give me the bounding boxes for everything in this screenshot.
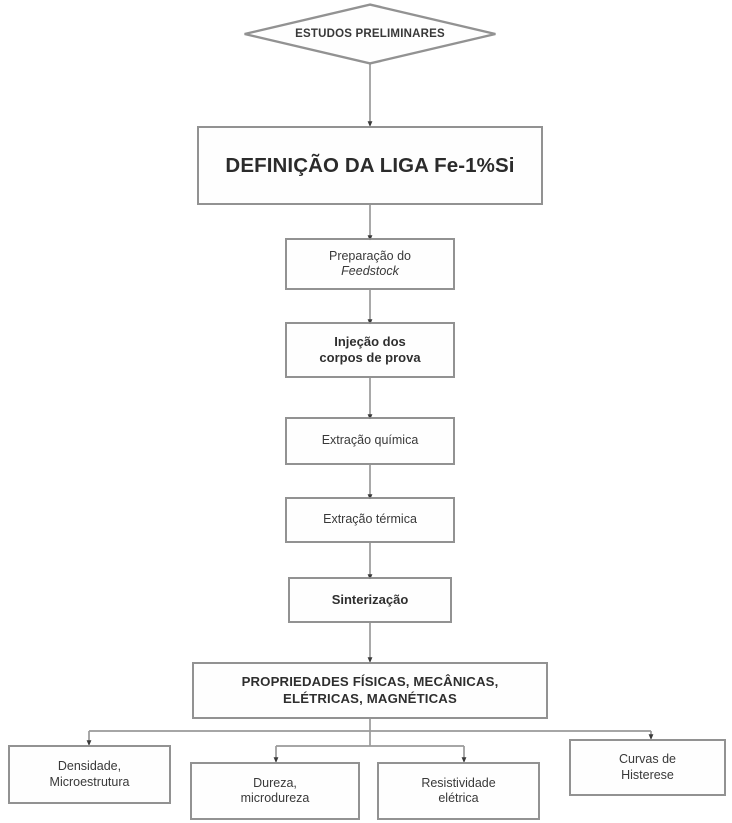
properties-node[interactable]: PROPRIEDADES FÍSICAS, MECÂNICAS, ELÉTRIC… xyxy=(192,662,548,719)
process-node-extracao-quimica[interactable]: Extração química xyxy=(285,417,455,465)
process-node-preparacao-line1: Preparação do xyxy=(328,248,411,263)
start-node-estudos-preliminares[interactable]: ESTUDOS PRELIMINARES xyxy=(243,3,497,65)
result-node-histerese[interactable]: Curvas de Histerese xyxy=(569,739,726,796)
result-node-densidade-line2: Microestrutura xyxy=(49,774,130,789)
result-node-dureza-line2: microdureza xyxy=(240,791,310,805)
result-node-resistividade-label: Resistividade elétrica xyxy=(417,776,499,807)
process-node-injecao-line1: Injeção dos xyxy=(334,334,406,350)
properties-node-label: PROPRIEDADES FÍSICAS, MECÂNICAS, ELÉTRIC… xyxy=(238,674,503,706)
result-node-histerese-line1: Curvas de xyxy=(619,752,676,767)
result-node-dureza-label: Dureza, microdureza xyxy=(237,776,314,807)
diamond-shape-icon xyxy=(244,3,496,65)
process-node-sinterizacao[interactable]: Sinterização xyxy=(288,577,452,623)
result-node-densidade-line1: Densidade, xyxy=(57,759,122,774)
result-node-resistividade-line2: elétrica xyxy=(438,791,479,805)
process-node-sinterizacao-label: Sinterização xyxy=(331,592,409,608)
process-node-preparacao[interactable]: Preparação do Feedstock xyxy=(285,238,455,290)
start-node-line2: PRELIMINARES xyxy=(355,27,445,40)
properties-node-line2: ELÉTRICAS, MAGNÉTICAS xyxy=(283,690,457,706)
process-node-preparacao-line2: Feedstock xyxy=(341,264,399,278)
definition-node-label: DEFINIÇÃO DA LIGA Fe-1%Si xyxy=(225,154,515,177)
result-node-densidade-label: Densidade, Microestrutura xyxy=(46,759,134,790)
process-node-extracao-termica-label: Extração térmica xyxy=(323,512,417,527)
result-node-histerese-label: Curvas de Histerese xyxy=(615,752,680,783)
result-node-histerese-line2: Histerese xyxy=(621,767,674,782)
process-node-injecao[interactable]: Injeção dos corpos de prova xyxy=(285,322,455,378)
process-node-injecao-line2: corpos de prova xyxy=(319,350,421,365)
process-node-extracao-quimica-label: Extração química xyxy=(321,433,419,448)
result-node-dureza[interactable]: Dureza, microdureza xyxy=(190,762,360,820)
process-node-injecao-label: Injeção dos corpos de prova xyxy=(315,334,424,366)
definition-node[interactable]: DEFINIÇÃO DA LIGA Fe-1%Si xyxy=(197,126,543,205)
process-node-preparacao-label: Preparação do Feedstock xyxy=(325,249,415,280)
properties-node-line1: PROPRIEDADES FÍSICAS, MECÂNICAS, xyxy=(241,674,499,690)
result-node-dureza-line1: Dureza, xyxy=(253,775,297,790)
start-node-label: ESTUDOS PRELIMINARES xyxy=(295,27,445,41)
start-node-line1: ESTUDOS xyxy=(295,27,353,40)
result-node-densidade[interactable]: Densidade, Microestrutura xyxy=(8,745,171,804)
process-node-extracao-termica[interactable]: Extração térmica xyxy=(285,497,455,543)
result-node-resistividade-line1: Resistividade xyxy=(421,775,496,790)
result-node-resistividade[interactable]: Resistividade elétrica xyxy=(377,762,540,820)
